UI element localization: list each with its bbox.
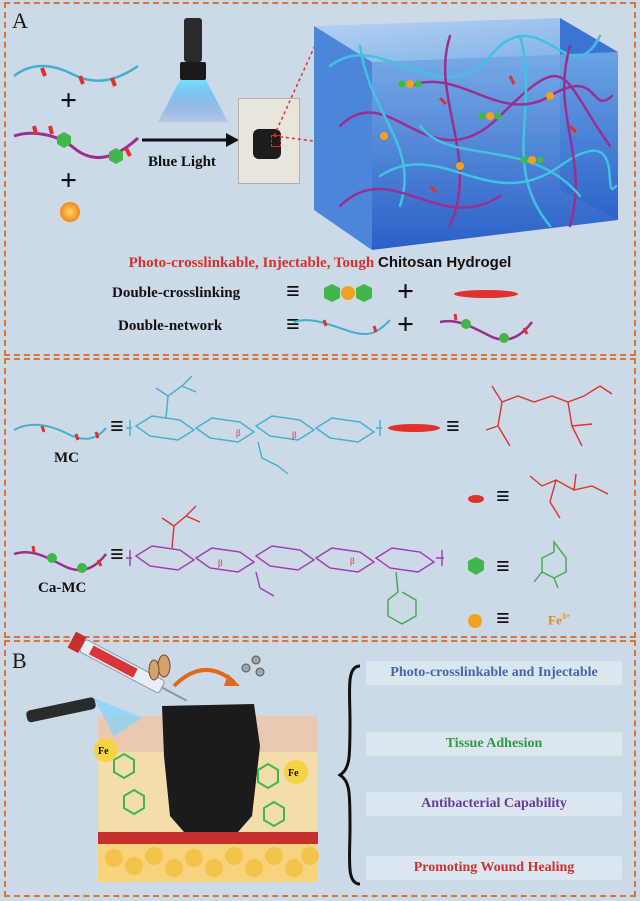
panel-a — [4, 2, 636, 356]
equiv-sign-7: ≡ — [496, 554, 510, 580]
gloved-hand-photo — [238, 98, 300, 184]
network-chain-2-icon — [439, 313, 533, 343]
svg-text:β: β — [292, 430, 297, 440]
fe-ion-icon — [60, 202, 80, 222]
hydrogel-title-red: Photo-crosslinkable, Injectable, Tough — [128, 255, 375, 271]
hydrogel-block — [314, 18, 618, 250]
network-chain-1-icon — [293, 319, 391, 336]
plus-sign-4: + — [397, 308, 415, 341]
methacrylate-small-icon — [468, 495, 484, 503]
equiv-sign-4: ≡ — [446, 414, 460, 440]
svg-text:β: β — [236, 428, 241, 438]
equiv-sign-8: ≡ — [496, 606, 510, 632]
fe-badge-charge: 3+ — [101, 746, 102, 747]
panel-a-label: A — [12, 8, 28, 33]
curly-brace-icon — [337, 664, 361, 886]
fe-ion-label-symbol: Fe — [548, 612, 562, 628]
methacrylate-mid-icon — [388, 424, 440, 432]
ca-mc-label: Ca-MC — [38, 580, 87, 596]
fe-badge-symbol: Fe — [100, 747, 101, 748]
svg-text:Fe: Fe — [98, 746, 109, 757]
ca-mc-chain-small-icon — [13, 545, 107, 573]
svg-text:β: β — [350, 556, 355, 566]
fe-ion-label-charge: 3+ — [561, 612, 571, 621]
plus-sign-1: + — [60, 84, 78, 117]
svg-text:β: β — [218, 558, 223, 568]
mc-structure: β β — [126, 375, 382, 475]
methacrylate-unit-icon — [454, 290, 518, 298]
feature-2: Tissue Adhesion — [366, 732, 622, 756]
flashlight-icon — [158, 18, 228, 122]
panel-structures — [4, 358, 636, 638]
equiv-sign-3: ≡ — [110, 414, 124, 440]
feature-1: Photo-crosslinkable and Injectable — [366, 661, 622, 685]
equiv-sign-5: ≡ — [496, 484, 510, 510]
mc-chain-icon — [13, 64, 139, 87]
equiv-sign-2: ≡ — [286, 312, 300, 338]
fe-ion-small-icon — [468, 614, 482, 628]
mc-chain-small-icon — [13, 423, 107, 441]
blue-light-label: Blue Light — [148, 154, 216, 170]
plus-sign-3: + — [397, 275, 415, 308]
methacrylate-structure — [485, 385, 613, 447]
hydrogel-title: Photo-crosslinkable, Injectable, Tough C… — [0, 254, 640, 272]
hydrogel-title-black: Chitosan Hydrogel — [378, 254, 512, 271]
svg-text:Fe: Fe — [288, 768, 299, 779]
arrow-right-icon — [142, 133, 239, 147]
methacrylate-small-structure — [529, 473, 609, 519]
ca-mc-structure: β β — [126, 505, 444, 625]
double-network-label: Double-network — [118, 318, 223, 334]
wound-illustration: Fe Fe — [26, 631, 319, 882]
catechol-structure — [533, 539, 567, 589]
fe-ion-label: Fe3+ — [548, 612, 570, 628]
catechol-hex-icon — [468, 557, 484, 575]
mc-label: MC — [54, 450, 79, 466]
ca-mc-chain-icon — [13, 125, 140, 164]
feature-3: Antibacterial Capability — [366, 792, 622, 816]
feature-4: Promoting Wound Healing — [366, 856, 622, 880]
double-crosslinking-label: Double-crosslinking — [112, 285, 241, 301]
panel-b — [4, 640, 636, 897]
panel-b-label: B — [12, 648, 27, 673]
crosslink-unit-icon — [324, 284, 372, 302]
plus-sign-2: + — [60, 164, 78, 197]
equiv-sign-1: ≡ — [286, 279, 300, 305]
fe-badge-label: Fe3+ — [100, 746, 102, 748]
equiv-sign-6: ≡ — [110, 542, 124, 568]
